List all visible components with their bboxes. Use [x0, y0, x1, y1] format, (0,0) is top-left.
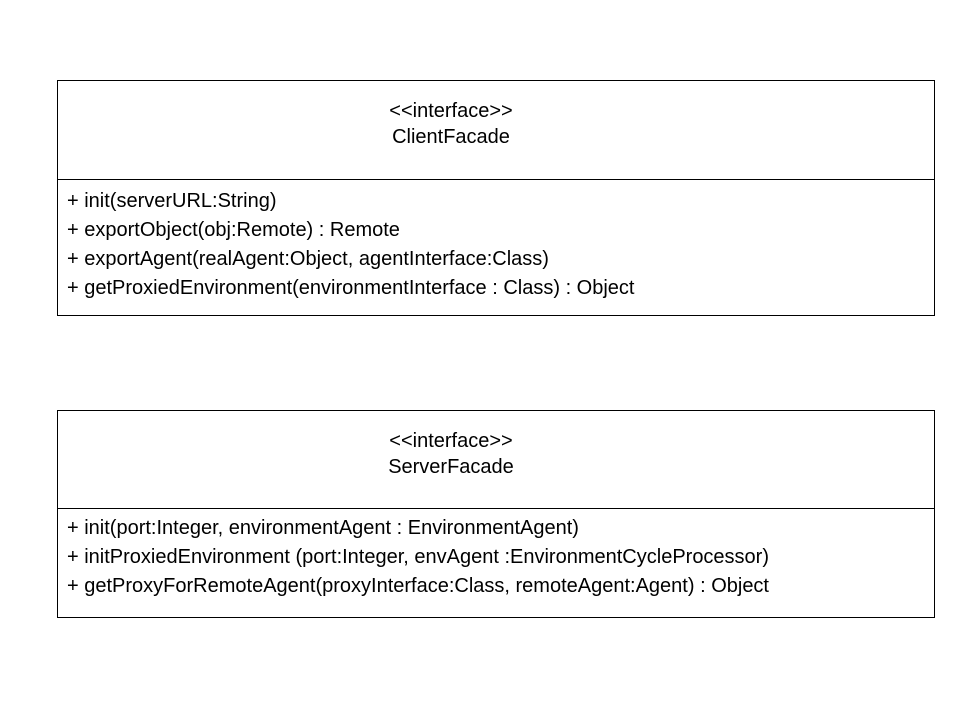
client-facade-operation: + getProxiedEnvironment(environmentInter…: [67, 277, 635, 299]
client-facade-name: ClientFacade: [392, 126, 510, 148]
client-facade-operation: + init(serverURL:String): [67, 190, 277, 212]
server-facade-operations: + init(port:Integer, environmentAgent : …: [67, 514, 930, 601]
server-facade-header: <<interface>> ServerFacade: [58, 411, 934, 509]
client-facade-class-box: <<interface>> ClientFacade + init(server…: [57, 80, 935, 316]
server-facade-operation: + initProxiedEnvironment (port:Integer, …: [67, 546, 770, 568]
client-facade-operation: + exportAgent(realAgent:Object, agentInt…: [67, 248, 549, 270]
client-facade-stereotype: <<interface>>: [389, 100, 513, 122]
server-facade-operation: + init(port:Integer, environmentAgent : …: [67, 517, 579, 539]
server-facade-operation: + getProxyForRemoteAgent(proxyInterface:…: [67, 575, 769, 597]
server-facade-stereotype: <<interface>>: [389, 430, 513, 452]
server-facade-name: ServerFacade: [388, 456, 514, 478]
server-facade-class-box: <<interface>> ServerFacade + init(port:I…: [57, 410, 935, 618]
client-facade-operations: + init(serverURL:String) + exportObject(…: [67, 187, 930, 303]
client-facade-header: <<interface>> ClientFacade: [58, 81, 934, 180]
client-facade-operation: + exportObject(obj:Remote) : Remote: [67, 219, 400, 241]
